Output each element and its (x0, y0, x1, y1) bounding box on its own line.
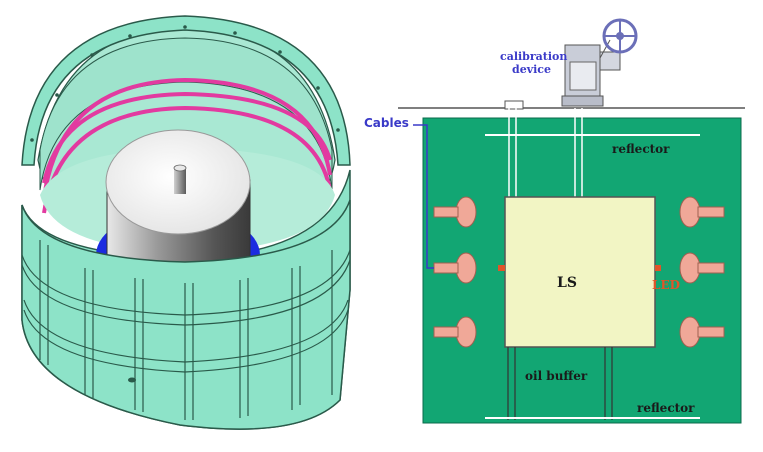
ls-volume (504, 196, 656, 348)
oil-buffer-label: oil buffer (525, 369, 588, 383)
pmts-right (679, 196, 725, 348)
drain-hole (128, 377, 136, 383)
pink-rings (42, 77, 332, 214)
led-label: LED (652, 278, 680, 292)
top-port (504, 100, 524, 110)
calibration-label-line2: device (512, 63, 551, 76)
led-left (498, 265, 505, 271)
cables-label: Cables (364, 116, 409, 130)
pmt-left-1 (433, 196, 477, 228)
oil-buffer-legs (507, 347, 613, 420)
pmt-left-3 (433, 316, 477, 348)
rim-bolts (30, 25, 340, 142)
reflector-bottom-label: reflector (637, 401, 695, 415)
led-right (655, 265, 661, 271)
reflector-top-label: reflector (612, 142, 670, 156)
ls-label: LS (557, 275, 577, 291)
cables-line (413, 124, 434, 269)
pmt-right-2 (679, 252, 725, 284)
central-pipe-top (173, 164, 187, 172)
pmt-right-1 (679, 196, 725, 228)
calibration-device-icon (561, 39, 621, 107)
detector-3d-view (21, 15, 351, 430)
pmt-right-3 (679, 316, 725, 348)
shell-stiffeners (39, 240, 333, 420)
wheel-icon (602, 18, 638, 54)
shell-top-rim (21, 15, 351, 166)
central-pipe (174, 168, 186, 194)
calibration-tubes (508, 108, 583, 200)
calibration-label-line1: calibration (500, 50, 567, 63)
pmts-left (433, 196, 477, 348)
pmt-left-2 (433, 252, 477, 284)
detector-schematic: reflector LS LED oil buffer reflector (364, 18, 745, 424)
